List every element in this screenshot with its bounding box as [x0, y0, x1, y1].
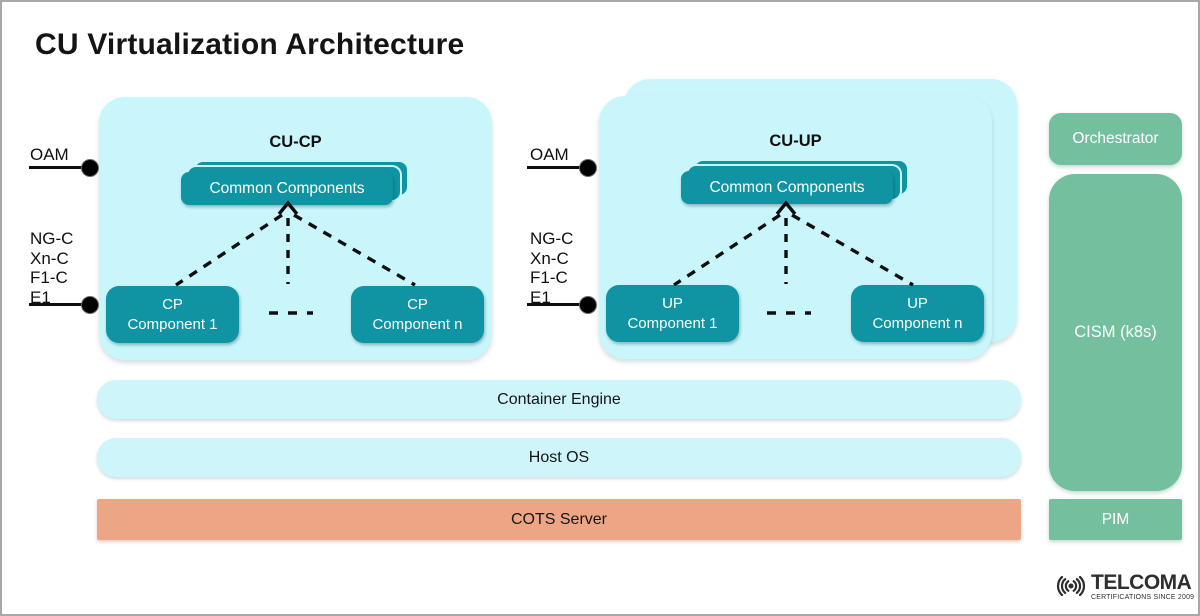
logo-text: TELCOMA CERTIFICATIONS SINCE 2009	[1091, 570, 1195, 601]
cp-component-n-box: CP Component n	[351, 286, 484, 343]
cu-up-common-components-box: Common Components	[681, 171, 893, 204]
up-component-n-box: UP Component n	[851, 285, 984, 342]
cp-component-1-line2: Component 1	[127, 315, 218, 333]
cu-cp-interface-f1-c: F1-C	[30, 268, 68, 287]
cu-cp-interface-xn-c: Xn-C	[30, 248, 69, 268]
cp-component-1-box: CP Component 1	[106, 286, 239, 343]
pim-box: PIM	[1049, 499, 1182, 540]
cu-up-panel: CU-UP Common Components UP Component 1 U…	[599, 96, 992, 359]
radio-signal-icon	[1056, 575, 1086, 597]
cots-server-bar: COTS Server	[97, 499, 1021, 540]
cu-cp-interface-labels: NG-C Xn-C F1-C E1	[30, 229, 73, 307]
up-component-1-line1: UP	[662, 294, 683, 312]
cu-up-interface-f1-c: F1-C	[530, 268, 568, 287]
up-component-1-box: UP Component 1	[606, 285, 739, 342]
cu-up-label: CU-UP	[769, 132, 822, 150]
cu-cp-common-components-box: Common Components	[181, 172, 393, 205]
cu-cp-label: CU-CP	[269, 133, 322, 151]
cu-up-oam-endpoint-dot	[580, 160, 596, 176]
cp-component-1-line1: CP	[162, 295, 183, 313]
up-component-n-line1: UP	[907, 294, 928, 312]
up-component-n-line2: Component n	[872, 314, 963, 332]
cu-cp-interface-e1: E1	[30, 287, 51, 307]
cu-up-common-components-stack: Common Components	[681, 161, 907, 204]
cu-up-interface-ng-c: NG-C	[530, 229, 574, 248]
cu-up-interface-e1: E1	[530, 287, 551, 307]
cu-up-interfaces-line	[527, 303, 583, 306]
cu-up-interface-xn-c: Xn-C	[530, 248, 569, 268]
telcoma-logo: TELCOMA CERTIFICATIONS SINCE 2009	[1053, 568, 1194, 604]
cu-cp-oam-label: OAM	[30, 145, 69, 164]
cism-k8s-box: CISM (k8s)	[1049, 174, 1182, 491]
logo-tagline: CERTIFICATIONS SINCE 2009	[1091, 593, 1195, 601]
up-component-1-line2: Component 1	[627, 314, 718, 332]
cu-cp-panel: CU-CP Common Components CP Component 1 C…	[99, 97, 492, 360]
cp-component-n-line2: Component n	[372, 315, 463, 333]
cu-up-oam-label: OAM	[530, 145, 569, 164]
cu-cp-oam-endpoint-dot	[82, 160, 98, 176]
cu-up-oam-line	[527, 166, 583, 169]
cu-cp-interface-ng-c: NG-C	[30, 229, 74, 248]
host-os-bar: Host OS	[97, 438, 1021, 477]
cu-cp-common-components-stack: Common Components	[181, 162, 407, 205]
page-title: CU Virtualization Architecture	[35, 28, 465, 61]
cu-up-interface-labels: NG-C Xn-C F1-C E1	[530, 229, 573, 307]
container-engine-bar: Container Engine	[97, 380, 1021, 419]
orchestrator-box: Orchestrator	[1049, 113, 1182, 165]
logo-brand: TELCOMA	[1091, 570, 1192, 594]
cu-cp-interfaces-endpoint-dot	[82, 297, 98, 313]
cu-up-interfaces-endpoint-dot	[580, 297, 596, 313]
cu-cp-oam-line	[29, 166, 85, 169]
cu-cp-interfaces-line	[29, 303, 85, 306]
cp-component-n-line1: CP	[407, 295, 428, 313]
